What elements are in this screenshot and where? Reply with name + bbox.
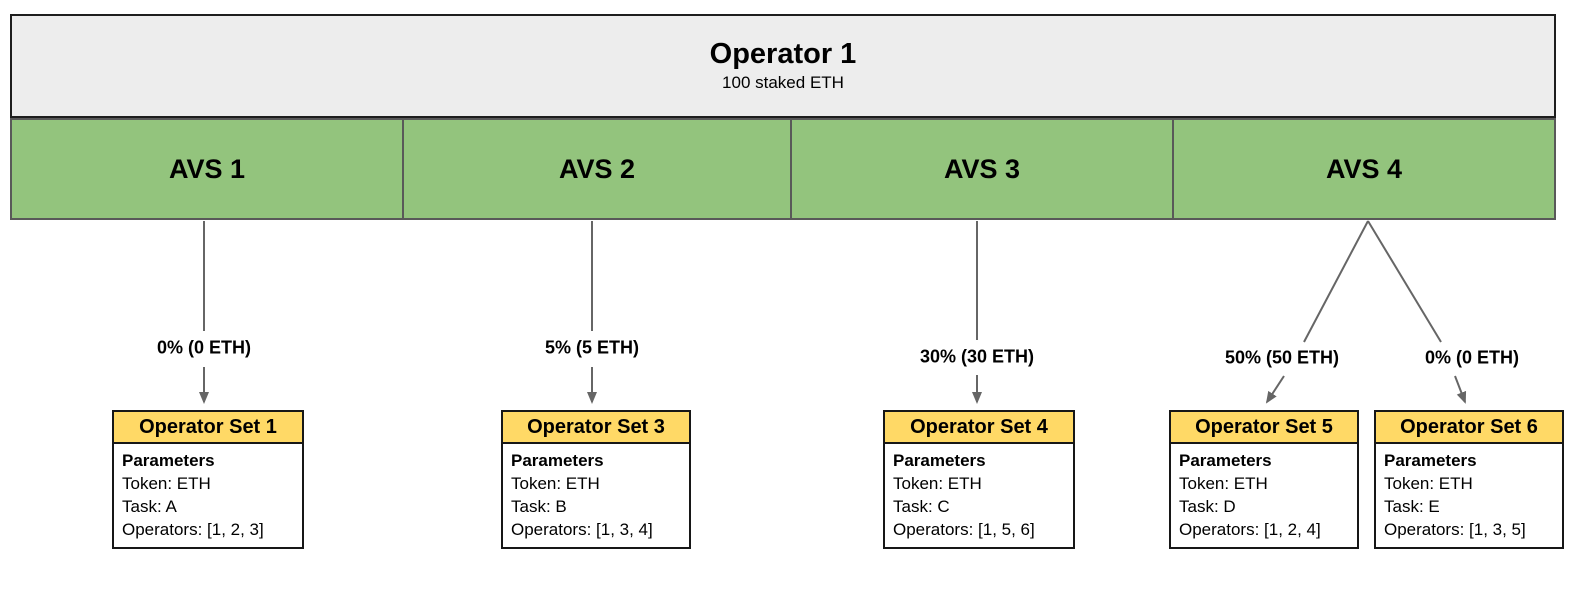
avs-cell-2: AVS 2 [402, 120, 790, 218]
allocation-label-avs1: 0% (0 ETH) [153, 337, 255, 359]
parameters-heading: Parameters [511, 451, 604, 470]
operator-set-card-4: Operator Set 4 Parameters Token: ETH Tas… [883, 410, 1075, 549]
task-line: Task: D [1179, 497, 1236, 516]
avs-cell-3: AVS 3 [790, 120, 1172, 218]
operator-set-card-6: Operator Set 6 Parameters Token: ETH Tas… [1374, 410, 1564, 549]
operators-line: Operators: [1, 3, 5] [1384, 520, 1526, 539]
task-line: Task: C [893, 497, 950, 516]
operator-set-5-body: Parameters Token: ETH Task: D Operators:… [1171, 444, 1357, 541]
operators-line: Operators: [1, 3, 4] [511, 520, 653, 539]
token-line: Token: ETH [1179, 474, 1268, 493]
token-line: Token: ETH [1384, 474, 1473, 493]
arrow-avs4-left-stem [1303, 220, 1369, 343]
operator-set-4-body: Parameters Token: ETH Task: C Operators:… [885, 444, 1073, 541]
operator-set-5-title: Operator Set 5 [1171, 412, 1357, 444]
parameters-heading: Parameters [122, 451, 215, 470]
operator-set-3-body: Parameters Token: ETH Task: B Operators:… [503, 444, 689, 541]
task-line: Task: E [1384, 497, 1440, 516]
operator-box: Operator 1 100 staked ETH [10, 14, 1556, 118]
operator-title: Operator 1 [709, 38, 857, 70]
operators-line: Operators: [1, 5, 6] [893, 520, 1035, 539]
avs-cell-1: AVS 1 [12, 120, 402, 218]
operator-set-4-title: Operator Set 4 [885, 412, 1073, 444]
operator-set-1-body: Parameters Token: ETH Task: A Operators:… [114, 444, 302, 541]
operator-set-3-title: Operator Set 3 [503, 412, 689, 444]
parameters-heading: Parameters [1179, 451, 1272, 470]
allocation-label-avs2: 5% (5 ETH) [541, 337, 643, 359]
operators-line: Operators: [1, 2, 3] [122, 520, 264, 539]
task-line: Task: A [122, 497, 177, 516]
avs-row: AVS 1 AVS 2 AVS 3 AVS 4 [10, 118, 1556, 220]
operator-set-6-body: Parameters Token: ETH Task: E Operators:… [1376, 444, 1562, 541]
operator-stake-subtitle: 100 staked ETH [722, 73, 844, 92]
operator-set-card-3: Operator Set 3 Parameters Token: ETH Tas… [501, 410, 691, 549]
operator-set-1-title: Operator Set 1 [114, 412, 302, 444]
operator-set-card-5: Operator Set 5 Parameters Token: ETH Tas… [1169, 410, 1359, 549]
allocation-label-avs3: 30% (30 ETH) [916, 346, 1038, 368]
operators-line: Operators: [1, 2, 4] [1179, 520, 1321, 539]
parameters-heading: Parameters [893, 451, 986, 470]
allocation-label-avs4-set6: 0% (0 ETH) [1421, 347, 1523, 369]
token-line: Token: ETH [122, 474, 211, 493]
arrow-avs4-left-head [1265, 375, 1285, 404]
task-line: Task: B [511, 497, 567, 516]
parameters-heading: Parameters [1384, 451, 1477, 470]
arrow-avs4-right-head [1454, 375, 1467, 404]
token-line: Token: ETH [893, 474, 982, 493]
allocation-label-avs4-set5: 50% (50 ETH) [1221, 347, 1343, 369]
operator-set-card-1: Operator Set 1 Parameters Token: ETH Tas… [112, 410, 304, 549]
token-line: Token: ETH [511, 474, 600, 493]
avs-cell-4: AVS 4 [1172, 120, 1554, 218]
operator-set-6-title: Operator Set 6 [1376, 412, 1562, 444]
arrow-avs4-right-stem [1367, 220, 1442, 343]
